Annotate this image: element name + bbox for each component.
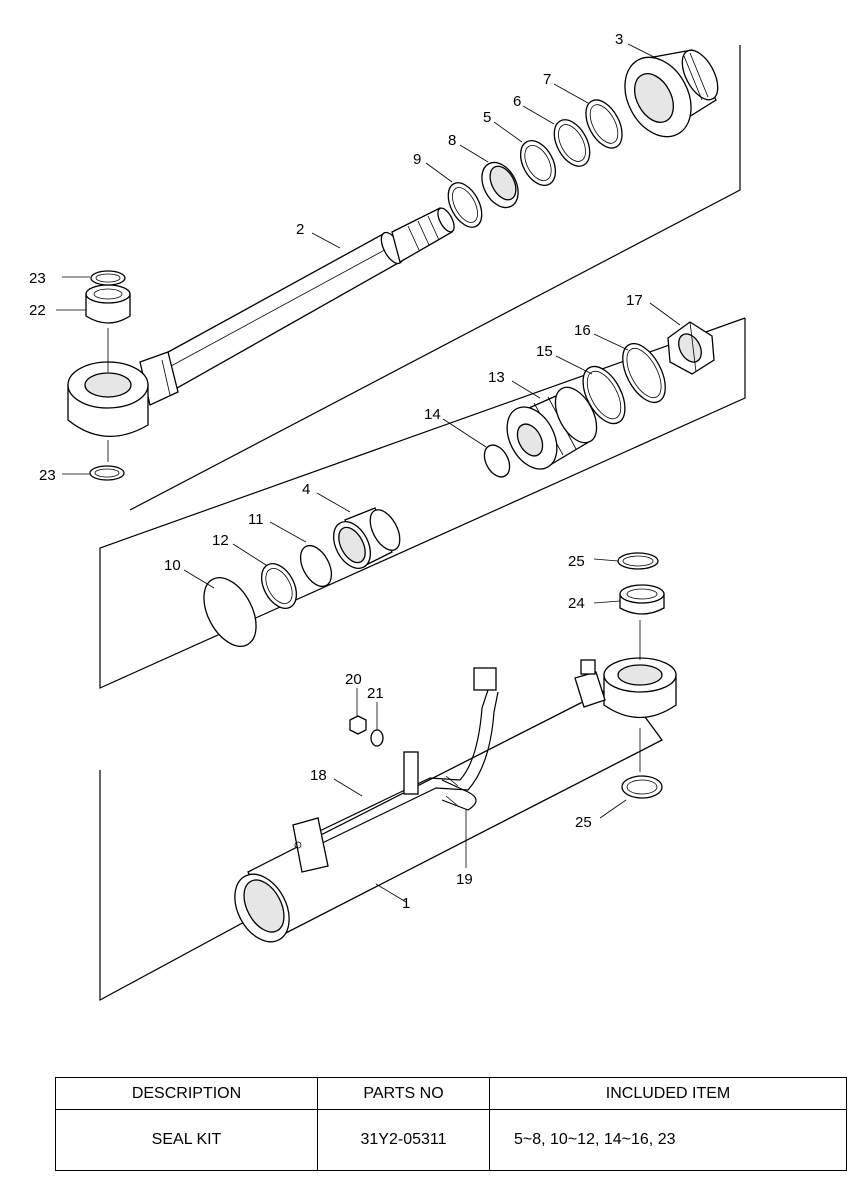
exploded-parts-diagram: 1 2 3 4 5 6 7 8 9 10 11 12 13 14 15 16 1… (29, 31, 746, 1002)
callout-17: 17 (626, 292, 643, 309)
callout-23-top: 23 (29, 270, 46, 287)
callout-6: 6 (513, 93, 521, 110)
seal-ring-9 (447, 182, 483, 228)
callout-16: 16 (574, 322, 591, 339)
bushing-4 (332, 507, 401, 569)
seal-ring-7 (585, 99, 623, 149)
seal-16 (622, 342, 666, 404)
piston (506, 386, 598, 470)
seal-ring-5 (519, 140, 557, 186)
callout-21: 21 (367, 685, 384, 702)
callout-4: 4 (302, 481, 310, 498)
callout-20: 20 (345, 671, 362, 688)
callout-9: 9 (413, 151, 421, 168)
header-included-item: INCLUDED ITEM (489, 1077, 847, 1110)
header-parts-no: PARTS NO (317, 1077, 490, 1110)
washer-21 (370, 729, 384, 747)
wear-ring-15 (582, 365, 626, 425)
leader-lines (56, 43, 681, 903)
seal-ring-6 (553, 119, 591, 167)
callout-7: 7 (543, 71, 551, 88)
callout-25-bottom: 25 (575, 814, 592, 831)
retaining-ring-bottom (89, 465, 125, 481)
cylinder-tube (234, 682, 663, 943)
nut-20 (349, 715, 367, 735)
callout-5: 5 (483, 109, 491, 126)
callout-labels: 1 2 3 4 5 6 7 8 9 10 11 12 13 14 15 16 1… (29, 31, 643, 912)
rod-eye (67, 328, 149, 462)
header-description: DESCRIPTION (55, 1077, 318, 1110)
piston-rod (139, 207, 455, 406)
seal-12 (260, 563, 298, 609)
rod-cover-gland (624, 49, 719, 138)
callout-18: 18 (310, 767, 327, 784)
callout-23-bottom: 23 (39, 467, 56, 484)
callout-14: 14 (424, 406, 441, 423)
seal-11 (299, 544, 333, 588)
panel-frame-rod (129, 45, 741, 511)
lock-nut-17 (667, 321, 715, 375)
snap-ring-25-top (617, 552, 659, 570)
callout-15: 15 (536, 343, 553, 360)
callout-8: 8 (448, 132, 456, 149)
callout-19: 19 (456, 871, 473, 888)
cell-parts-no: 31Y2-05311 (317, 1109, 490, 1171)
u-bolt-19 (441, 775, 477, 811)
seal-ring-8 (481, 161, 519, 209)
back-up-ring-10 (203, 577, 257, 647)
pipe-18 (292, 667, 499, 873)
o-ring-14 (483, 444, 511, 478)
port-block (574, 659, 606, 708)
panel-frame-piston (99, 317, 746, 689)
retaining-ring-top (90, 270, 126, 286)
cell-description: SEAL KIT (55, 1109, 318, 1171)
callout-12: 12 (212, 532, 229, 549)
callout-25-top: 25 (568, 553, 585, 570)
callout-22: 22 (29, 302, 46, 319)
callout-24: 24 (568, 595, 585, 612)
callout-1: 1 (402, 895, 410, 912)
seal-kit-table: DESCRIPTION PARTS NO INCLUDED ITEM SEAL … (55, 1077, 847, 1171)
callout-2: 2 (296, 221, 304, 238)
table-header-row: DESCRIPTION PARTS NO INCLUDED ITEM (55, 1077, 847, 1110)
tube-eye (603, 620, 677, 772)
snap-ring-25-bottom (621, 775, 663, 799)
callout-10: 10 (164, 557, 181, 574)
cell-included-item: 5~8, 10~12, 14~16, 23 (489, 1109, 847, 1171)
bushing-24 (619, 584, 665, 615)
callout-13: 13 (488, 369, 505, 386)
table-row: SEAL KIT 31Y2-05311 5~8, 10~12, 14~16, 2… (55, 1109, 847, 1171)
callout-11: 11 (248, 511, 264, 528)
callout-3: 3 (615, 31, 623, 48)
spherical-bushing (85, 284, 131, 324)
